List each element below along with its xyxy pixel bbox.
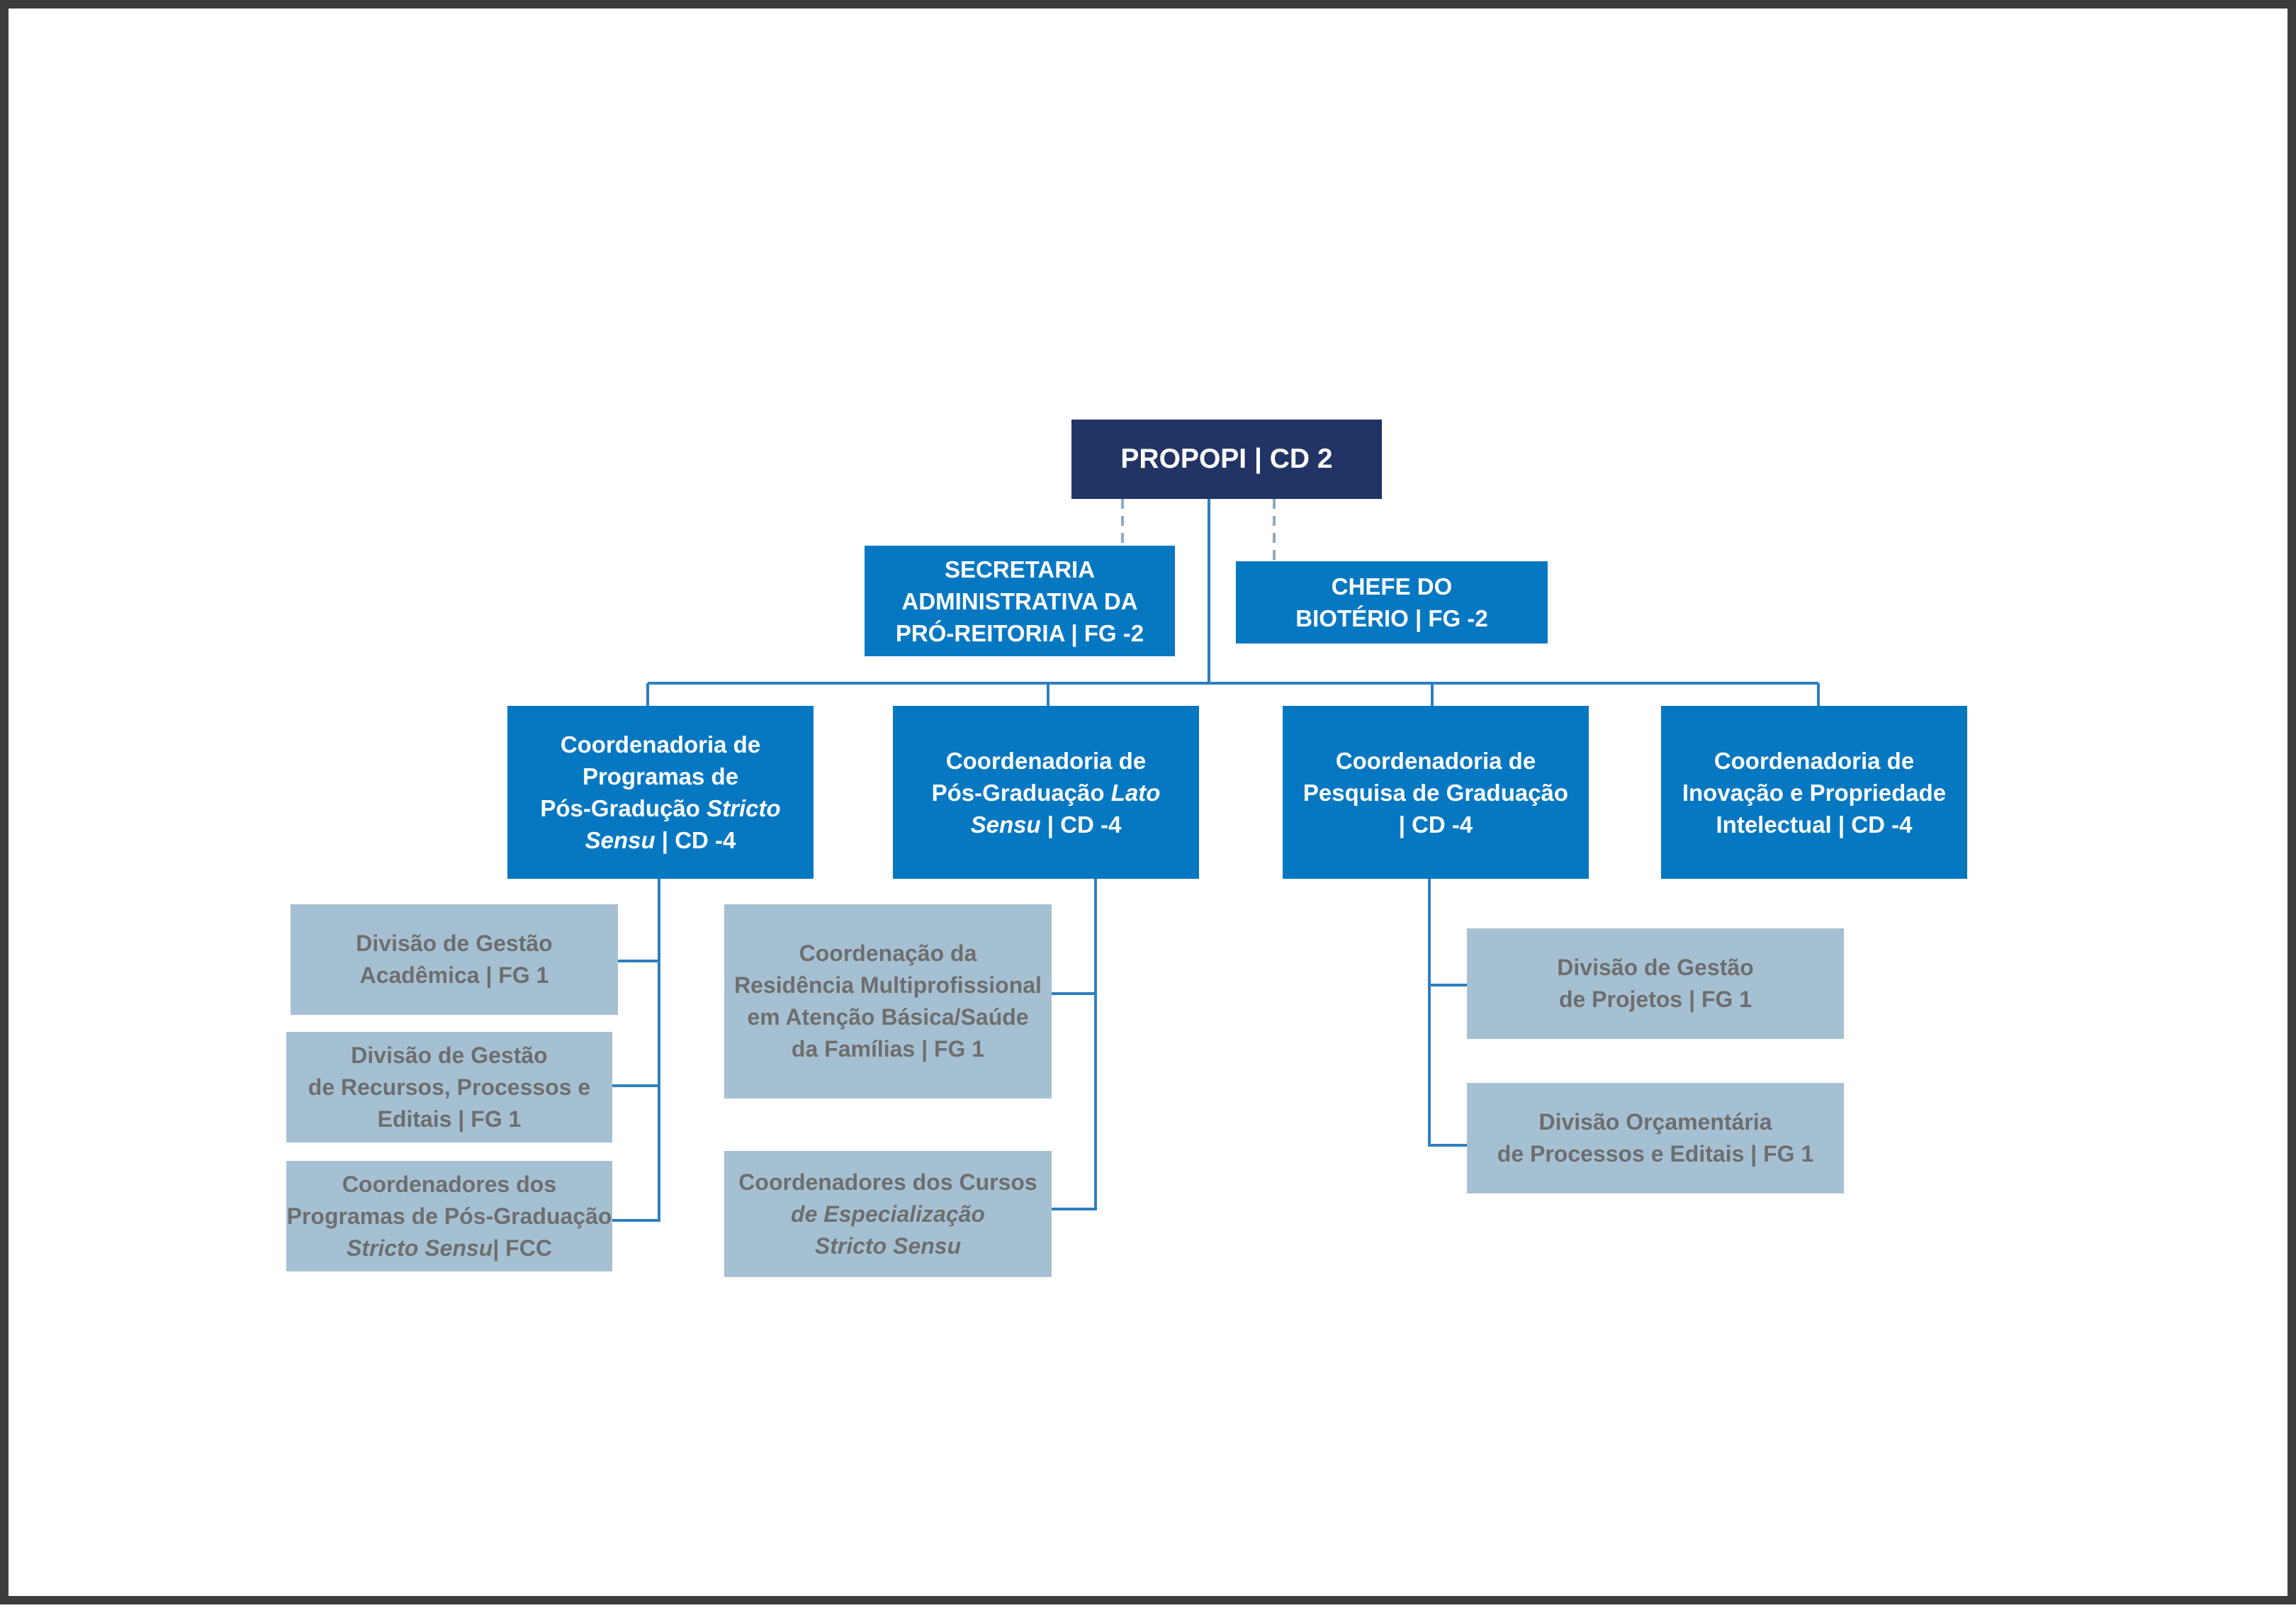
node-label-line: Coordenação da xyxy=(799,940,977,966)
node-label-part: | CD -4 xyxy=(1040,811,1122,838)
node-label-line: em Atenção Básica/Saúde xyxy=(747,1004,1029,1030)
node-label-line: Coordenadoria de xyxy=(945,747,1147,774)
node-coord-pesquisa-graduacao: Coordenadoria de Pesquisa de Graduação |… xyxy=(1283,706,1589,879)
node-label-line: de Processos e Editais | FG 1 xyxy=(1497,1141,1814,1167)
node-label-line: da Famílias | FG 1 xyxy=(791,1036,985,1062)
node-label-part: Pós-Gradução xyxy=(540,795,707,821)
node-label-line: Pesquisa de Graduação xyxy=(1302,779,1569,806)
node-label-part: | FCC xyxy=(493,1235,552,1261)
node-label-italic: Stricto xyxy=(707,795,781,821)
node-label-line: de Recursos, Processos e xyxy=(308,1074,591,1100)
node-label-line: CHEFE DO xyxy=(1331,573,1453,600)
node-label-italic: Stricto Sensu xyxy=(814,1232,962,1259)
node-coord-lato-sensu: Coordenadoria de Pós-Graduação Lato Sens… xyxy=(893,706,1199,879)
node-label-italic: Sensu xyxy=(970,811,1041,838)
node-label-line: Residência Multiprofissional xyxy=(734,972,1042,998)
node-label-line: Divisão de Gestão xyxy=(351,1042,548,1068)
node-coord-inovacao: Coordenadoria de Inovação e Propriedade … xyxy=(1661,706,1967,879)
node-label-line: SECRETARIA xyxy=(944,556,1096,583)
node-residencia-multiprofissional: Coordenação da Residência Multiprofissio… xyxy=(724,904,1052,1098)
node-label-line: PRÓ-REITORIA | FG -2 xyxy=(895,619,1144,646)
node-label-line: Pós-Graduação Lato xyxy=(932,777,1161,809)
node-label-line: Pós-Gradução Stricto xyxy=(540,792,780,824)
node-label-line: Divisão Orçamentária xyxy=(1538,1109,1772,1135)
node-label-line: de Especialização xyxy=(791,1198,985,1230)
node-label-line: Coordenadores dos xyxy=(342,1171,557,1197)
root-node-label: PROPOPI | CD 2 xyxy=(1120,444,1333,474)
node-label-line: Sensu | CD -4 xyxy=(585,824,736,856)
node-label-line: Programas de Pós-Graduação xyxy=(286,1203,612,1229)
node-label-line: ADMINISTRATIVA DA xyxy=(901,588,1138,614)
node-label-line: Coordenadores dos Cursos xyxy=(738,1169,1037,1195)
node-label-line: Acadêmica | FG 1 xyxy=(359,962,549,988)
node-label-line: Coordenadoria de xyxy=(1335,747,1536,774)
node-label-line: Coordenadoria de xyxy=(560,731,761,758)
node-divisao-orcamentaria: Divisão Orçamentária de Processos e Edit… xyxy=(1467,1083,1844,1193)
org-chart-connectors xyxy=(612,499,1820,1222)
node-divisao-academica: Divisão de Gestão Acadêmica | FG 1 xyxy=(291,904,618,1015)
node-coord-stricto-sensu: Coordenadoria de Programas de Pós-Graduç… xyxy=(507,706,814,879)
root-node-propopi: PROPOPI | CD 2 xyxy=(1071,420,1382,499)
node-label-italic: Stricto Sensu xyxy=(347,1235,493,1261)
node-label-line: BIOTÉRIO | FG -2 xyxy=(1295,605,1488,631)
node-chefe-bioterio: CHEFE DO BIOTÉRIO | FG -2 xyxy=(1236,561,1548,643)
node-label-line: Sensu | CD -4 xyxy=(971,809,1122,841)
node-label-line: Divisão de Gestão xyxy=(1557,955,1754,980)
node-label-line: Programas de xyxy=(582,763,739,789)
node-label-line: Editais | FG 1 xyxy=(377,1106,522,1132)
node-label-line: Intelectual | CD -4 xyxy=(1716,811,1913,838)
node-divisao-recursos: Divisão de Gestão de Recursos, Processos… xyxy=(286,1032,612,1142)
node-label-italic: Sensu xyxy=(585,827,655,853)
node-label-line: | CD -4 xyxy=(1398,811,1473,838)
node-label-line: Inovação e Propriedade xyxy=(1682,779,1947,806)
node-label-line: Stricto Sensu| FCC xyxy=(347,1232,552,1264)
node-divisao-projetos: Divisão de Gestão de Projetos | FG 1 xyxy=(1467,928,1844,1039)
node-coordenadores-cursos: Coordenadores dos Cursos de Especializaç… xyxy=(724,1151,1052,1277)
node-label-line: Coordenadoria de xyxy=(1713,747,1915,774)
node-label-part: | CD -4 xyxy=(655,827,736,853)
node-coordenadores-programas: Coordenadores dos Programas de Pós-Gradu… xyxy=(286,1161,612,1271)
node-label-line: de Projetos | FG 1 xyxy=(1558,987,1752,1012)
node-label-italic: de Especialização xyxy=(791,1201,985,1227)
node-label-line: Divisão de Gestão xyxy=(356,931,553,956)
node-label-italic: Lato xyxy=(1110,779,1161,806)
node-label-part: Pós-Graduação xyxy=(931,779,1111,806)
node-label-line: Stricto Sensu xyxy=(815,1230,961,1262)
node-secretaria-administrativa: SECRETARIA ADMINISTRATIVA DA PRÓ-REITORI… xyxy=(865,546,1175,656)
